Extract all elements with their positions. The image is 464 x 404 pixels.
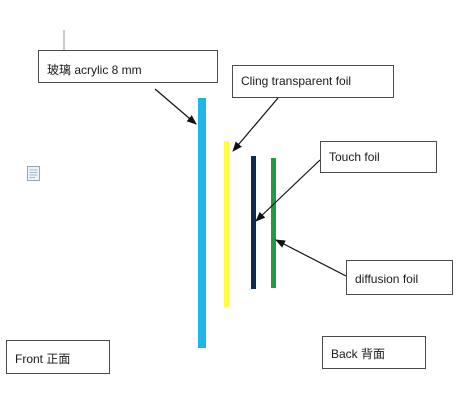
document-icon [27, 166, 40, 181]
diffusion-foil-label: diffusion foil [355, 272, 419, 286]
acrylic-label: 玻璃 acrylic 8 mm [47, 63, 142, 77]
back-label: Back 背面 [331, 347, 386, 361]
acrylic-layer-bar [198, 98, 206, 348]
touch-foil-arrow [255, 159, 321, 222]
back-label-box: Back 背面 [322, 336, 426, 369]
diffusion-foil-label-box: diffusion foil [346, 260, 453, 295]
diffusion-foil-layer-bar [271, 158, 276, 288]
front-label-box: Front 正面 [6, 340, 110, 374]
cling-foil-label: Cling transparent foil [241, 74, 352, 88]
touch-foil-label: Touch foil [329, 150, 380, 164]
cling-foil-arrow [232, 97, 279, 152]
front-label: Front 正面 [15, 352, 71, 366]
cling-foil-label-box: Cling transparent foil [232, 65, 394, 98]
acrylic-arrow [154, 88, 197, 125]
touch-foil-layer-bar [251, 156, 256, 289]
acrylic-label-box: 玻璃 acrylic 8 mm [38, 50, 218, 83]
cling-foil-layer-bar [224, 141, 229, 307]
touch-foil-label-box: Touch foil [320, 141, 437, 173]
diffusion-foil-arrow [275, 239, 347, 277]
